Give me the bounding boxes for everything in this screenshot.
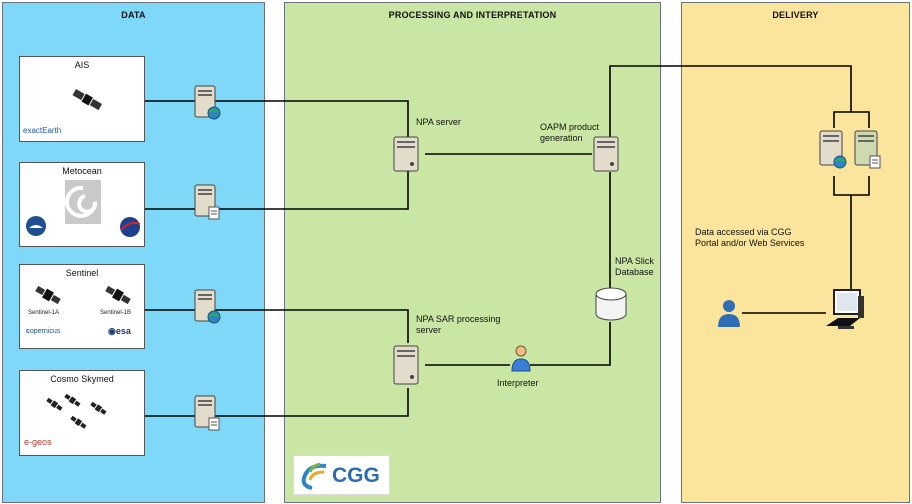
interpreter-user-icon bbox=[511, 345, 531, 372]
interpreter-label: Interpreter bbox=[497, 378, 539, 388]
delivery-server-document-icon bbox=[854, 130, 881, 169]
delivery-panel: DELIVERY bbox=[681, 2, 910, 503]
npa-server-label: NPA server bbox=[416, 117, 461, 127]
connector-oapm-delivery bbox=[609, 65, 852, 137]
esa-logo-text: esa bbox=[115, 326, 131, 336]
delivery-access-label-line1: Data accessed via CGG bbox=[695, 227, 792, 237]
source-box-sentinel: Sentinel Sentinel-1A Sentinel-1B coperni… bbox=[19, 264, 145, 349]
npa-server-icon bbox=[393, 136, 419, 172]
database-icon bbox=[595, 287, 627, 321]
server-globe-icon bbox=[194, 289, 221, 324]
delivery-access-label-line2: Portal and/or Web Services bbox=[695, 238, 805, 248]
source-title-metocean: Metocean bbox=[62, 166, 102, 176]
processing-panel: PROCESSING AND INTERPRETATION bbox=[284, 2, 661, 503]
slick-db-label-line2: Database bbox=[615, 267, 654, 277]
sar-server-icon bbox=[393, 345, 419, 385]
end-user-icon bbox=[718, 300, 740, 327]
esa-logo: ◉esa bbox=[108, 326, 131, 337]
connector-sentinel bbox=[145, 309, 409, 343]
cgg-logo: CGG bbox=[293, 455, 390, 495]
data-panel-title: DATA bbox=[121, 10, 146, 20]
satellite-icon bbox=[72, 89, 102, 111]
nasa-logo-icon bbox=[120, 217, 141, 237]
noaa-logo-icon bbox=[26, 216, 46, 236]
cgg-logo-text: CGG bbox=[332, 464, 380, 487]
oapm-server-icon bbox=[593, 136, 619, 172]
connector-delivery-join bbox=[833, 176, 870, 196]
connector-delivery-fork bbox=[833, 111, 870, 128]
slick-db-label-line1: NPA Slick bbox=[615, 256, 654, 266]
source-box-ais: AIS exactEarth bbox=[19, 56, 145, 142]
exactearth-logo: exactEarth bbox=[23, 126, 62, 135]
esa-mark: ◉ bbox=[108, 326, 116, 336]
server-globe-icon bbox=[194, 85, 221, 120]
delivery-panel-title: DELIVERY bbox=[772, 10, 819, 20]
sentinel-1a-label: Sentinel-1A bbox=[28, 310, 60, 316]
copernicus-mark: c bbox=[26, 328, 30, 335]
sar-server-label-line2: server bbox=[416, 325, 442, 335]
cgg-swoosh-icon bbox=[301, 462, 327, 490]
source-title-cosmo: Cosmo Skymed bbox=[50, 374, 114, 384]
satellite-icon bbox=[35, 285, 61, 305]
egeos-logo: e-geos bbox=[24, 437, 52, 447]
workstation-icon bbox=[826, 289, 864, 329]
sar-server-label-line1: NPA SAR processing bbox=[416, 314, 501, 324]
copernicus-logo-text: opernicus bbox=[29, 328, 61, 335]
source-title-ais: AIS bbox=[74, 60, 90, 70]
source-box-cosmo: Cosmo Skymed e-geos bbox=[19, 370, 145, 456]
server-document-icon bbox=[194, 395, 220, 431]
connector-ais bbox=[145, 100, 409, 138]
satellite-icon bbox=[105, 285, 131, 305]
source-box-metocean: Metocean bbox=[19, 162, 145, 247]
server-document-icon bbox=[194, 184, 220, 220]
processing-panel-title: PROCESSING AND INTERPRETATION bbox=[388, 10, 557, 20]
swirl-logo-icon bbox=[65, 180, 101, 224]
connector-metocean bbox=[145, 170, 409, 210]
delivery-server-globe-icon bbox=[819, 130, 847, 169]
oapm-label-line1: OAPM product bbox=[540, 122, 600, 132]
satellite-constellation-icon bbox=[46, 393, 107, 429]
oapm-label-line2: generation bbox=[540, 133, 583, 143]
sentinel-1b-label: Sentinel-1B bbox=[100, 310, 132, 316]
copernicus-logo: copernicus bbox=[26, 328, 60, 335]
connector-interpreter-db bbox=[530, 322, 611, 366]
source-title-sentinel: Sentinel bbox=[65, 268, 99, 278]
connector-cosmo bbox=[145, 388, 409, 417]
